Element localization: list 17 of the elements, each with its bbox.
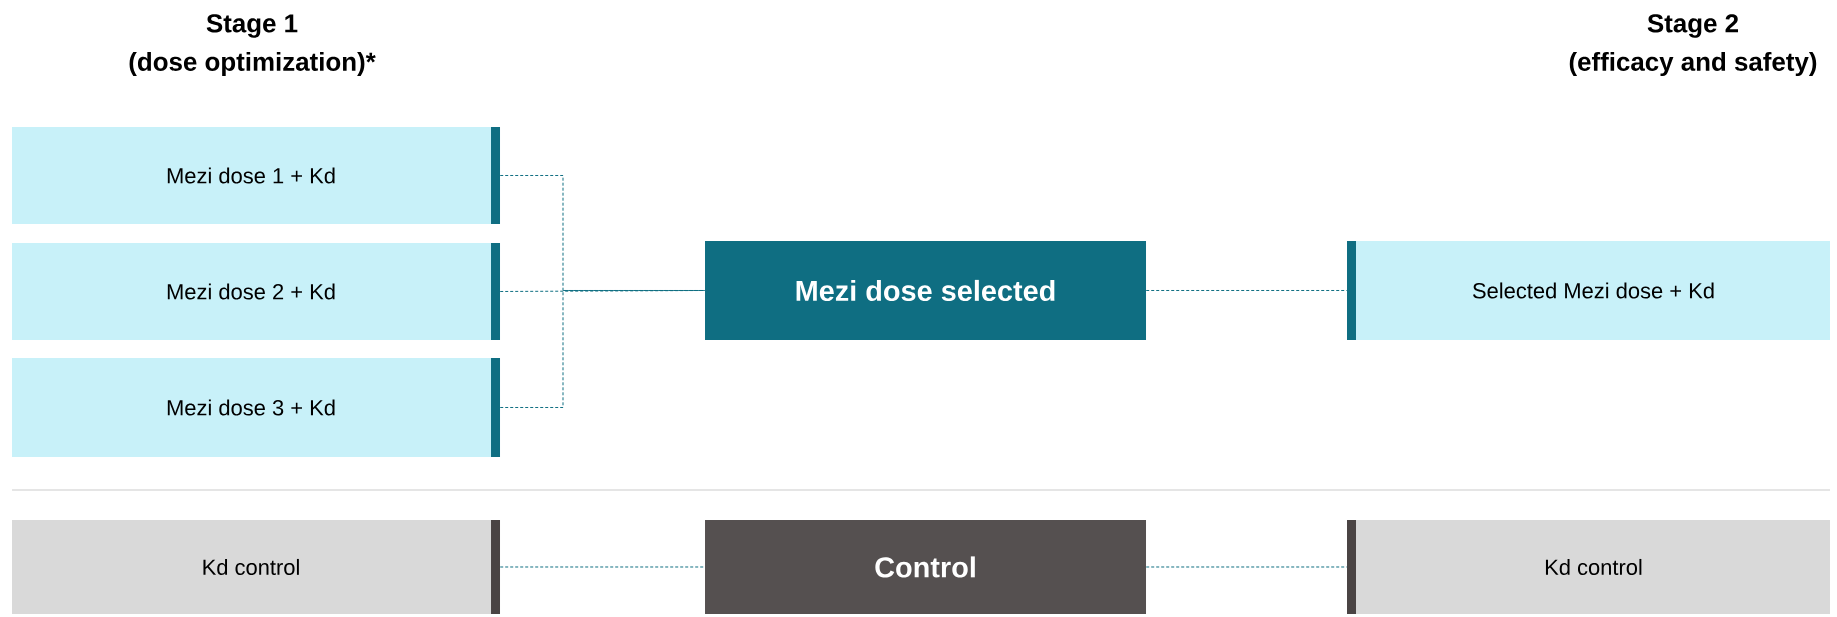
stage-heading: (efficacy and safety) xyxy=(1569,51,1817,77)
dashed-connector xyxy=(499,290,706,292)
treatment-arm-box: Selected Mezi dose + Kd xyxy=(1347,241,1830,340)
stage-heading: Stage 2 xyxy=(1647,14,1738,38)
stage-heading: (dose optimization)* xyxy=(129,51,376,77)
treatment-arm-box: Mezi dose 3 + Kd xyxy=(12,358,500,457)
control-arm-box: Kd control xyxy=(1347,520,1830,614)
stage-heading: Stage 1 xyxy=(206,14,298,38)
dashed-connector xyxy=(1145,566,1348,568)
dashed-connector xyxy=(1145,290,1348,291)
dashed-connector xyxy=(499,290,706,408)
dashed-connector xyxy=(499,566,706,568)
treatment-arm-box: Mezi dose 2 + Kd xyxy=(12,243,500,340)
control-box: Control xyxy=(705,520,1146,614)
selected-dose-box: Mezi dose selected xyxy=(705,241,1146,340)
control-arm-box: Kd control xyxy=(12,520,500,614)
treatment-arm-box: Mezi dose 1 + Kd xyxy=(12,127,500,224)
